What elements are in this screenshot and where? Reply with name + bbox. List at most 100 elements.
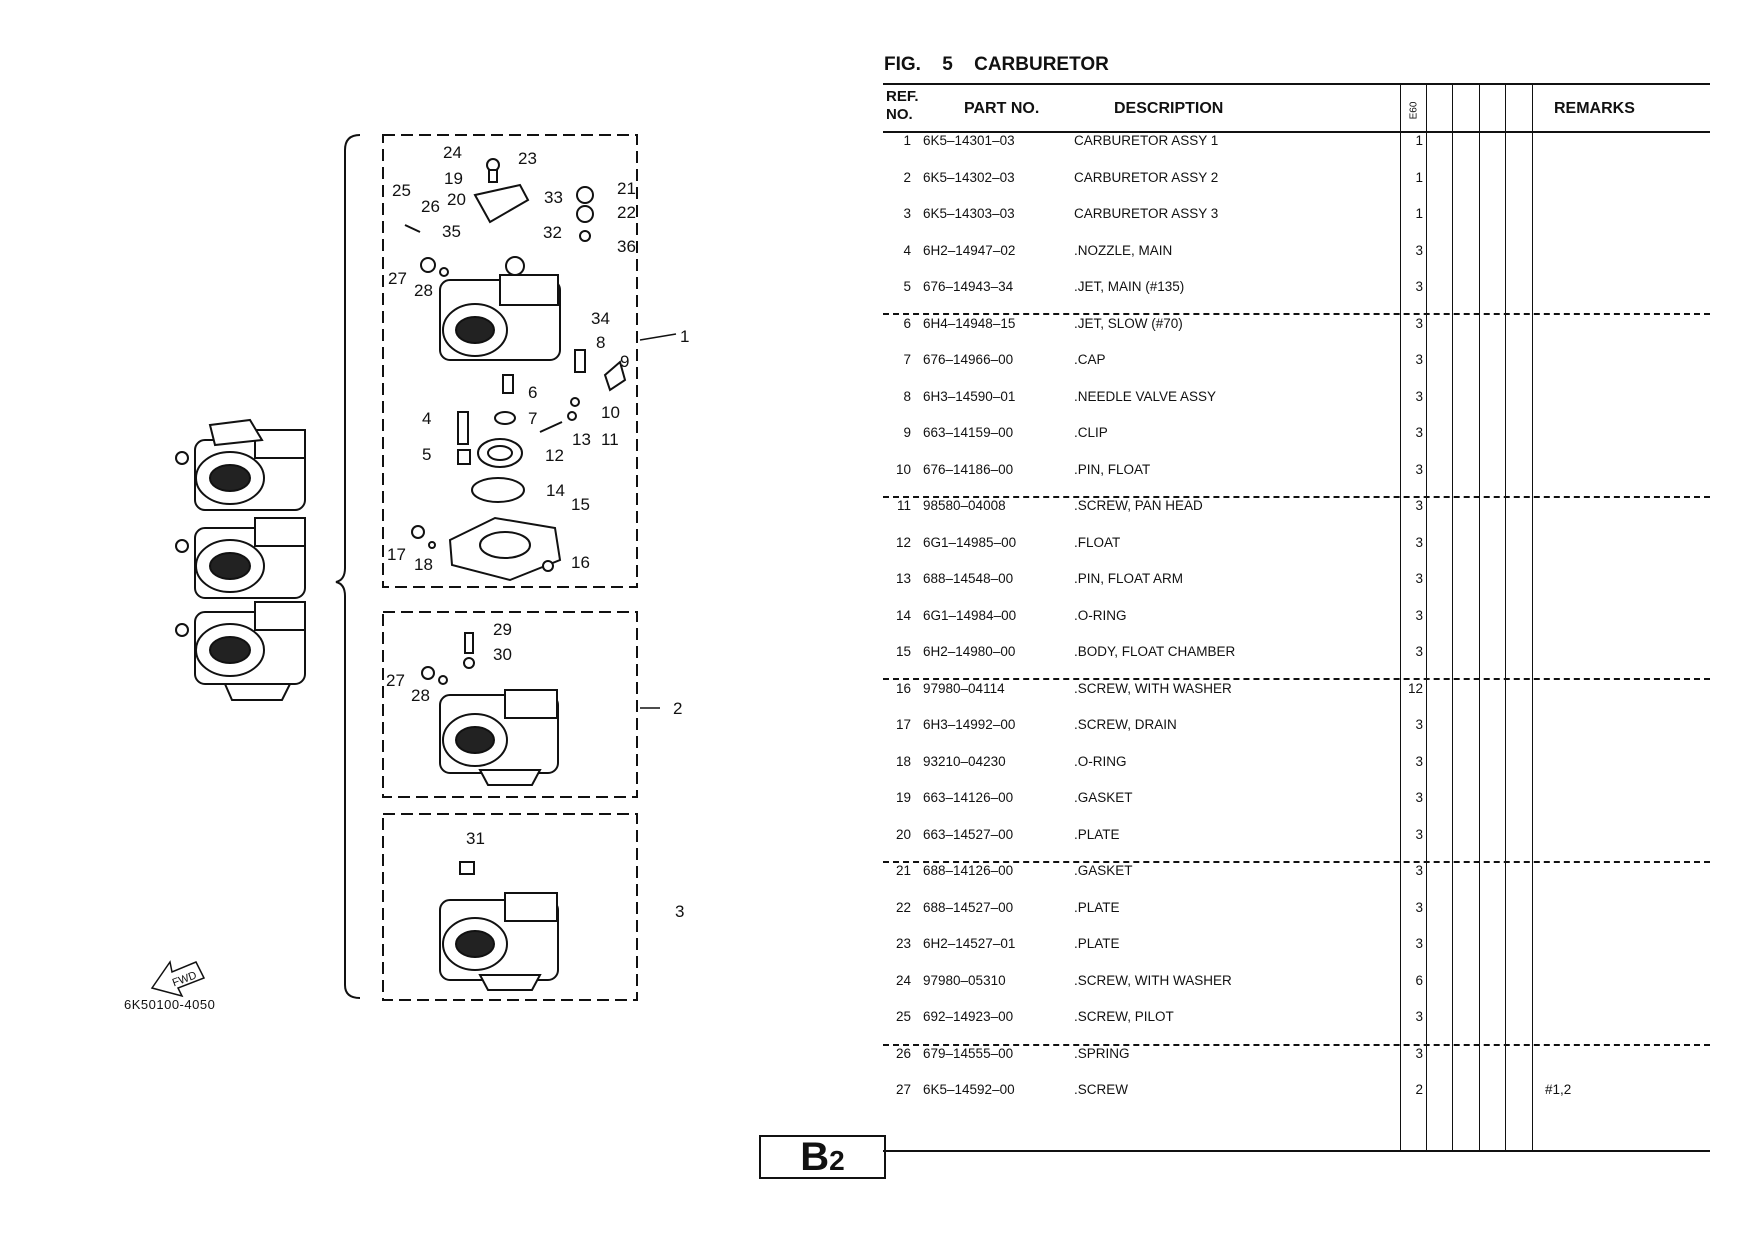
part-no-cell: 676–14186–00 [923, 461, 1014, 477]
callout-8: 8 [596, 333, 605, 352]
description-cell: .GASKET [1074, 863, 1133, 878]
quantity-cell: 1 [1415, 206, 1423, 221]
callout-30: 30 [493, 645, 512, 664]
quantity-cell: 3 [1415, 899, 1423, 915]
header-remarks: REMARKS [1554, 100, 1635, 117]
description-cell: .JET, SLOW (#70) [1074, 315, 1183, 331]
description-cell: CARBURETOR ASSY 2 [1074, 169, 1219, 185]
quantity-cell: 6 [1415, 972, 1423, 988]
part-no-cell: 688–14527–00 [923, 899, 1014, 915]
drawing-code: 6K50100-4050 [124, 997, 216, 1012]
header-part-no: PART NO. [964, 100, 1040, 117]
carburetor-body-1 [404, 158, 627, 582]
part-no-cell: 6H2–14980–00 [923, 644, 1016, 659]
header-ref-no: REF.NO. [886, 88, 919, 123]
ref-no-cell: 3 [903, 206, 911, 221]
table-row: 3 6K5–14303–03 CARBURETOR ASSY 3 1 [883, 206, 1710, 226]
part-no-cell: 97980–04114 [923, 680, 1005, 696]
group-separator [883, 496, 1710, 498]
assembly-box-2 [382, 611, 638, 798]
callout-32: 32 [543, 223, 562, 242]
part-no-cell: 676–14966–00 [923, 352, 1014, 367]
group-separator [883, 861, 1710, 863]
remarks-cell: #1,2 [1545, 1082, 1572, 1097]
quantity-cell: 3 [1415, 242, 1423, 258]
callout-20: 20 [447, 190, 466, 209]
group-separator [883, 313, 1710, 315]
exploded-parts-diagram: FWD 24 23 19 20 21 22 25 26 33 35 32 36 … [150, 134, 689, 1001]
part-no-cell: 688–14126–00 [923, 863, 1014, 878]
callout-12: 12 [545, 446, 564, 465]
ref-no-cell: 1 [903, 133, 911, 148]
callout-4: 4 [422, 409, 431, 428]
ref-no-cell: 24 [895, 972, 911, 988]
part-no-cell: 6K5–14592–00 [923, 1082, 1015, 1097]
ref-no-cell: 14 [895, 607, 911, 623]
column-rule [1505, 83, 1506, 1151]
description-cell: CARBURETOR ASSY 1 [1074, 133, 1219, 148]
description-cell: .SPRING [1074, 1045, 1130, 1061]
group-separator [883, 678, 1710, 680]
part-no-cell: 93210–04230 [923, 753, 1006, 769]
part-no-cell: 6H2–14947–02 [923, 242, 1016, 258]
description-cell: .JET, MAIN (#135) [1074, 279, 1185, 294]
description-cell: .SCREW, DRAIN [1074, 717, 1177, 732]
callout-7: 7 [528, 409, 537, 428]
description-cell: .NOZZLE, MAIN [1074, 242, 1173, 258]
quantity-cell: 3 [1415, 534, 1423, 550]
column-rule [1400, 83, 1401, 1151]
page-marker: B2 [759, 1135, 886, 1179]
ref-no-cell: 22 [895, 899, 911, 915]
quantity-cell: 3 [1415, 607, 1423, 623]
fig-number: 5 [942, 54, 953, 75]
callout-16: 16 [571, 553, 590, 572]
table-row: 1 6K5–14301–03 CARBURETOR ASSY 1 1 [883, 133, 1710, 153]
callout-9: 9 [620, 352, 629, 371]
part-no-cell: 676–14943–34 [923, 279, 1014, 294]
fwd-arrow-icon: FWD [150, 960, 206, 998]
header-description: DESCRIPTION [1114, 100, 1224, 117]
description-cell: .CLIP [1074, 425, 1108, 440]
ref-no-cell: 4 [903, 242, 911, 258]
description-cell: .SCREW, PAN HEAD [1074, 498, 1203, 513]
callout-6: 6 [528, 383, 537, 402]
ref-no-cell: 25 [895, 1009, 911, 1024]
callout-23: 23 [518, 149, 537, 168]
ref-no-cell: 13 [895, 571, 911, 586]
ref-no-cell: 17 [895, 717, 911, 732]
part-no-cell: 6K5–14303–03 [923, 206, 1015, 221]
quantity-cell: 1 [1415, 169, 1423, 185]
description-cell: CARBURETOR ASSY 3 [1074, 206, 1219, 221]
quantity-cell: 3 [1415, 753, 1423, 769]
callout-36: 36 [617, 237, 636, 256]
part-no-cell: 679–14555–00 [923, 1045, 1014, 1061]
ref-no-cell: 15 [895, 644, 911, 659]
description-cell: .NEEDLE VALVE ASSY [1074, 388, 1217, 404]
quantity-cell: 3 [1415, 717, 1423, 732]
part-no-cell: 6K5–14301–03 [923, 133, 1015, 148]
assembly-box-1 [382, 134, 638, 588]
callout-5: 5 [422, 445, 431, 464]
description-cell: .PIN, FLOAT ARM [1074, 571, 1184, 586]
callout-21: 21 [617, 179, 636, 198]
ref-no-cell: 11 [896, 498, 911, 513]
quantity-cell: 1 [1415, 133, 1423, 148]
quantity-cell: 3 [1415, 388, 1423, 404]
carburetor-stack-illustration [175, 418, 306, 701]
part-no-cell: 6K5–14302–03 [923, 169, 1015, 185]
